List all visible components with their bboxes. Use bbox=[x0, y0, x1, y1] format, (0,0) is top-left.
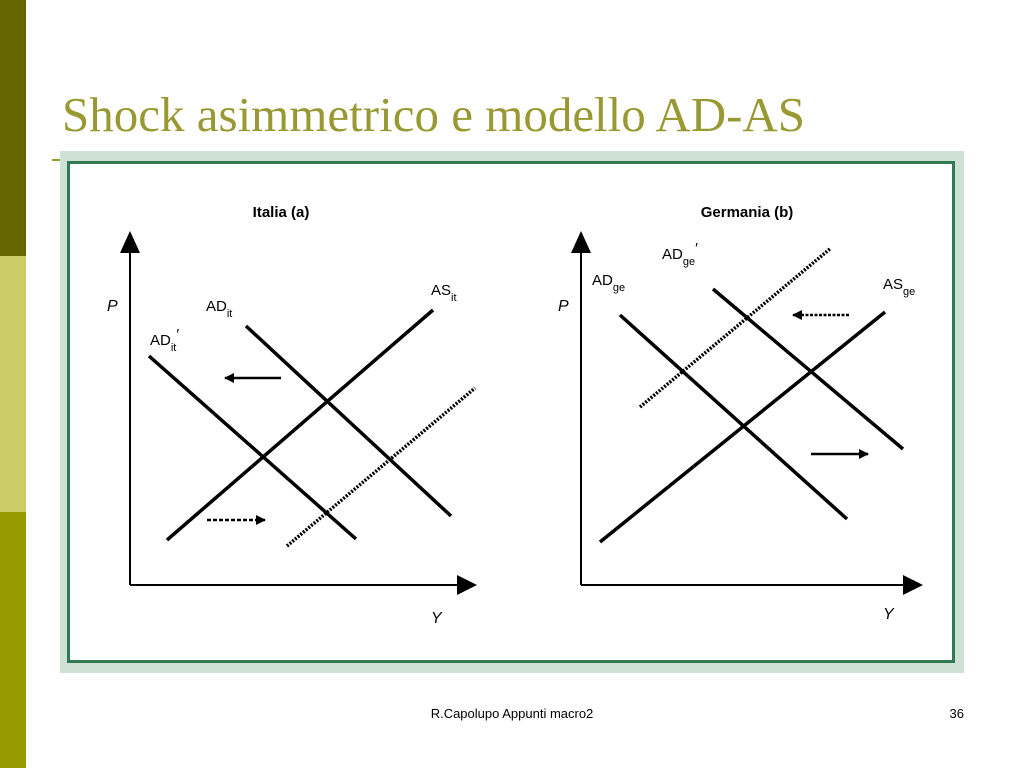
germany-ad-prime-mark: ′ bbox=[695, 240, 698, 257]
figure-frame: Italia (a) P Y ADit ADit′ ASit bbox=[60, 151, 964, 673]
title-underline bbox=[52, 159, 66, 161]
germany-axes bbox=[571, 231, 923, 595]
italy-ad-prime-label-base: AD bbox=[150, 332, 171, 349]
germany-as-label: ASge bbox=[883, 276, 915, 298]
germany-as-curve bbox=[598, 310, 887, 544]
italy-ad-label-sub: it bbox=[227, 308, 233, 320]
italy-ad-label: ADit bbox=[206, 298, 232, 320]
italy-ad-prime-label: ADit′ bbox=[150, 326, 179, 354]
italy-as-label-base: AS bbox=[431, 282, 451, 299]
germany-panel-title: Germania (b) bbox=[701, 204, 794, 221]
germany-x-arrowhead bbox=[903, 575, 923, 595]
italy-as-label: ASit bbox=[431, 282, 457, 304]
italy-x-axis-label: Y bbox=[431, 610, 443, 627]
germany-y-axis-label: P bbox=[558, 298, 569, 315]
germany-ad-prime-label-sub: ge bbox=[683, 256, 695, 268]
italy-x-arrowhead bbox=[457, 575, 477, 595]
germany-y-arrowhead bbox=[571, 231, 591, 253]
footer-author: R.Capolupo Appunti macro2 bbox=[430, 706, 594, 721]
germany-as-prime-curve bbox=[638, 246, 833, 409]
slide-title: Shock asimmetrico e modello AD-AS bbox=[62, 87, 806, 142]
germany-ad-prime-curve bbox=[711, 287, 905, 451]
italy-ad-curve bbox=[244, 324, 453, 518]
page-number: 36 bbox=[949, 706, 964, 721]
germany-ad-label-sub: ge bbox=[613, 282, 625, 294]
germany-ad-label-base: AD bbox=[592, 272, 613, 289]
italy-y-arrowhead bbox=[120, 231, 140, 253]
italy-as-label-sub: it bbox=[451, 292, 457, 304]
italy-axes bbox=[120, 231, 477, 595]
germany-as-label-base: AS bbox=[883, 276, 903, 293]
germany-ad-prime-label: ADge′ bbox=[662, 240, 698, 268]
ad-as-diagram: Italia (a) P Y ADit ADit′ ASit bbox=[107, 204, 923, 627]
germany-ad-curve bbox=[618, 313, 849, 521]
italy-as-curve bbox=[165, 308, 435, 542]
sidebar-decoration bbox=[0, 0, 26, 768]
germany-x-axis-label: Y bbox=[883, 606, 895, 623]
sidebar-band-olive bbox=[0, 512, 26, 768]
sidebar-band-light bbox=[0, 256, 26, 512]
germany-as-label-sub: ge bbox=[903, 286, 915, 298]
italy-ad-prime-label-sub: it bbox=[171, 342, 177, 354]
italy-as-prime-curve bbox=[285, 386, 477, 548]
italy-ad-prime-mark: ′ bbox=[176, 326, 179, 343]
sidebar-band-dark bbox=[0, 0, 26, 256]
figure-panel: Italia (a) P Y ADit ADit′ ASit bbox=[67, 161, 955, 663]
italy-ad-prime-curve bbox=[147, 354, 358, 541]
italy-y-axis-label: P bbox=[107, 298, 118, 315]
italy-ad-label-base: AD bbox=[206, 298, 227, 315]
italy-panel-title: Italia (a) bbox=[253, 204, 310, 221]
germany-ad-label: ADge bbox=[592, 272, 625, 294]
germany-ad-prime-label-base: AD bbox=[662, 246, 683, 263]
